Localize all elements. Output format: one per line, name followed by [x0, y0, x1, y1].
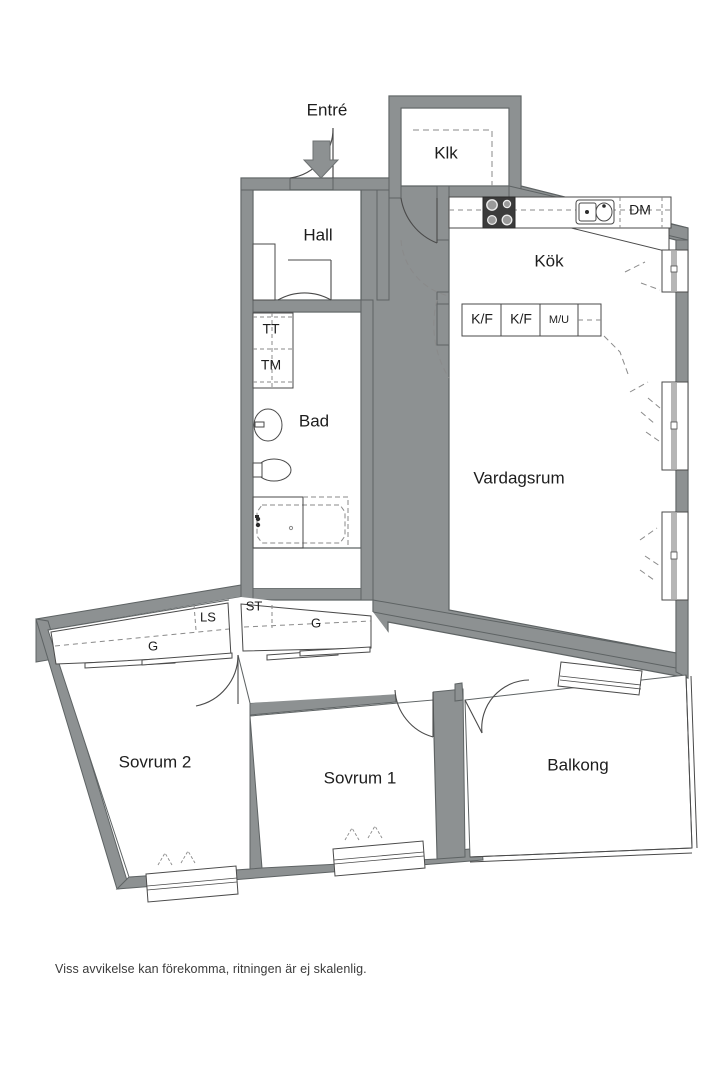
dm-divider: [619, 197, 663, 228]
hall-niche: [252, 243, 276, 301]
cabinet-g-left-dash: [54, 628, 230, 647]
wall-right-bad: [360, 299, 374, 601]
window-sovrum1-bottom: [332, 825, 426, 877]
windows: [145, 249, 689, 903]
window-right-2: [661, 381, 689, 471]
door-hall-bad-arc: [277, 292, 332, 301]
cabinet-g-right-handle-2: [299, 646, 371, 657]
hall-closet: [252, 243, 276, 301]
storage-cabinets: [50, 602, 372, 669]
washbasin-icon: [253, 408, 283, 442]
fixture-label-tm: TM: [261, 357, 281, 373]
tub-drain-icon: [288, 525, 294, 531]
wall-right-outer-4: [675, 599, 689, 679]
wall-klk-kok: [436, 185, 450, 241]
bathtub-tap-icon: [255, 515, 261, 528]
wall-right-outer-2: [675, 289, 689, 383]
door-sovrum2-arc: [195, 654, 239, 707]
shower-outer-dash: [303, 496, 349, 548]
cabinet-g-right: [240, 603, 372, 652]
cabinet-g-left-handle-2: [141, 652, 233, 666]
kitchen-counters: [448, 196, 672, 337]
dashed-guides: [400, 129, 661, 581]
counter-lower: [461, 303, 602, 337]
fixture-labels: TT TM DM K/F K/F M/U: [261, 202, 651, 373]
kok-right-dash: [603, 335, 629, 375]
room-label-klk: Klk: [434, 143, 458, 162]
wall-vardagsrum-bottom: [372, 599, 677, 669]
fixture-label-tt: TT: [262, 321, 280, 337]
room-label-sovrum1: Sovrum 1: [324, 768, 397, 787]
window-balkong-top: [557, 661, 643, 696]
kok-opening-dash: [433, 299, 450, 379]
room-label-hall: Hall: [303, 225, 332, 244]
toilet-cistern: [252, 462, 263, 478]
appliance-block: [252, 312, 294, 389]
storage-label-ls: LS: [200, 609, 216, 624]
window-right-3: [661, 511, 689, 601]
bathtub-icon: [256, 504, 346, 544]
window-sovrum2-bottom: [145, 850, 239, 903]
storage-label-g-right: G: [311, 615, 321, 630]
wall-hall-kok: [376, 177, 390, 301]
vardagsrum-dash-1: [624, 261, 661, 291]
door-balkong-arc: [481, 679, 530, 734]
room-label-balkong: Balkong: [547, 755, 608, 774]
door-balkong-leaf: [464, 699, 483, 734]
fixture-label-kf1: K/F: [471, 311, 493, 327]
bathroom-fixtures: [252, 312, 349, 549]
room-label-entre: Entré: [307, 100, 348, 119]
door-klk-arc: [400, 197, 438, 244]
balcony-railing: [469, 674, 698, 863]
fixture-label-kf2: K/F: [510, 311, 532, 327]
cabinet-st-dash: [243, 620, 372, 628]
wall-right-outer-3: [675, 469, 689, 513]
room-label-kok: Kök: [534, 251, 564, 270]
wall-left-upper: [240, 177, 254, 601]
storage-labels: G LS ST G: [148, 598, 321, 653]
washbasin-tap: [254, 421, 265, 428]
down-arrow-icon: [302, 140, 340, 179]
room-labels: Entré Klk Hall Kök Bad Vardagsrum Sovrum…: [119, 100, 609, 787]
vardagsrum-dash-4: [639, 527, 661, 581]
room-label-vardagsrum: Vardagsrum: [473, 468, 564, 487]
door-sovrum1-arc: [394, 689, 434, 738]
vardagsrum-dash-2: [629, 381, 649, 393]
plan-disclaimer-caption: Viss avvikelse kan förekomma, ritningen …: [55, 962, 367, 976]
room-label-sovrum2: Sovrum 2: [119, 752, 192, 771]
fixture-label-dm: DM: [629, 202, 651, 218]
wall-balkong-divider: [432, 688, 466, 860]
storage-label-st: ST: [246, 598, 263, 613]
window-right-1: [661, 249, 689, 293]
storage-label-g-left: G: [148, 638, 158, 653]
room-label-bad: Bad: [299, 411, 329, 430]
wall-hall-bad: [252, 299, 362, 313]
corridor-outline: [47, 599, 251, 704]
wall-balkong-notch: [454, 682, 464, 702]
wall-klk-outer: [388, 95, 522, 199]
fixture-label-mu: M/U: [549, 314, 569, 326]
interior-sovrum1: [249, 699, 438, 869]
vardagsrum-dash-3: [640, 397, 661, 442]
